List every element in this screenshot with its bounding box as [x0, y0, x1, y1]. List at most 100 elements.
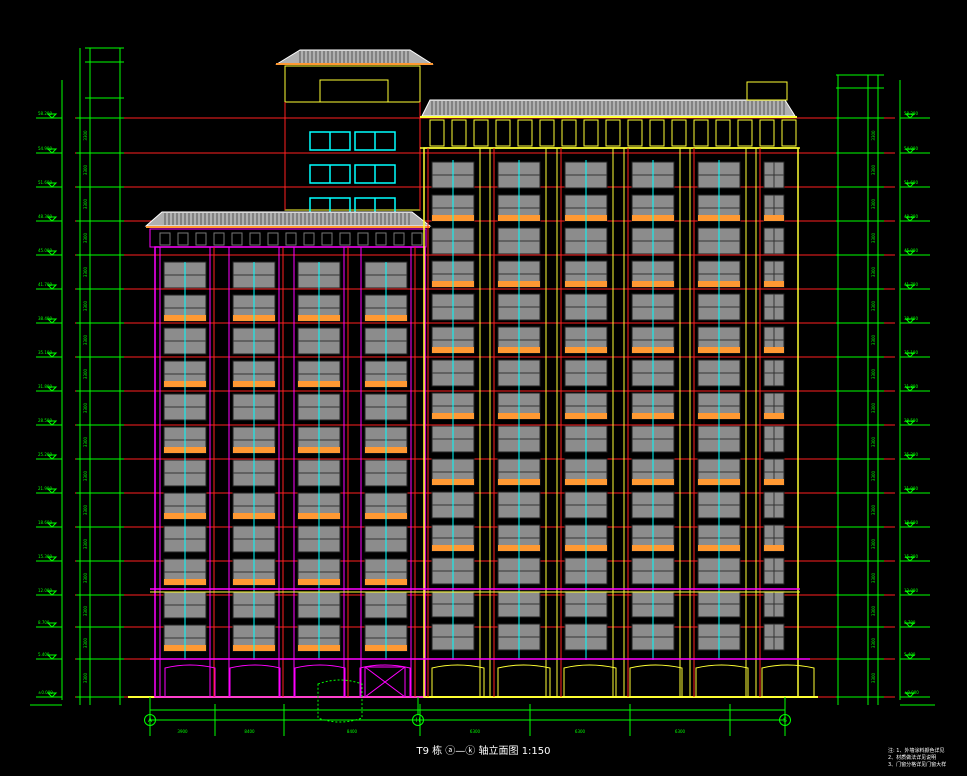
drawing-scale: 1:150 — [521, 746, 551, 757]
elevation-triangle — [46, 622, 58, 628]
elevation-label: 51.600 — [38, 180, 52, 185]
cornice-bracket — [715, 119, 731, 147]
entrance-door-grid — [364, 666, 406, 698]
shopfront-arch — [294, 664, 346, 697]
elevation-triangle — [46, 386, 58, 392]
building-elevation — [128, 49, 818, 723]
dimension-text: 3300 — [83, 402, 88, 413]
cornice-bracket — [495, 119, 511, 147]
rooftop-chimney — [746, 81, 788, 101]
elevation-triangle — [46, 454, 58, 460]
elevation-label: 21.900 — [904, 486, 918, 491]
elevation-label: 38.400 — [904, 316, 918, 321]
dimension-text: 3300 — [83, 266, 88, 277]
dimension-text: 3300 — [871, 164, 876, 175]
elevation-label: 12.000 — [904, 588, 918, 593]
elevation-label: 35.100 — [38, 350, 52, 355]
drawing-notes: 注: 1、外墙涂料颜色详见 2、材质做法详见说明 3、门窗分格详见门窗大样 — [888, 748, 964, 769]
dimension-text: 3300 — [83, 164, 88, 175]
shopfront-arch — [229, 664, 281, 697]
tower-opening — [319, 79, 389, 103]
bottom-dimension-text: 6300 — [675, 729, 686, 734]
elevation-label: 31.800 — [904, 384, 918, 389]
parapet-balustrade — [285, 232, 297, 246]
cornice-bracket — [583, 119, 599, 147]
dimension-text: 3300 — [83, 232, 88, 243]
cornice-bracket — [693, 119, 709, 147]
elevation-label: 15.300 — [904, 554, 918, 559]
parapet-balustrade — [303, 232, 315, 246]
elevation-label: 38.400 — [38, 316, 52, 321]
dimension-text: 3300 — [871, 130, 876, 141]
elevation-label: 31.800 — [38, 384, 52, 389]
axis-label: H — [416, 717, 421, 724]
left-dimension-chain: 58.200330054.900330051.600330048.3003300… — [30, 47, 124, 706]
bottom-dimension-text: 3900 — [177, 729, 188, 734]
shopfront-arch — [497, 664, 551, 697]
cornice-bracket — [539, 119, 555, 147]
elevation-label: 25.200 — [904, 452, 918, 457]
elevation-triangle — [46, 522, 58, 528]
note-line: 注: 1、外墙涂料颜色详见 — [888, 748, 945, 754]
balcony-rail — [764, 215, 784, 221]
shopfront-arch — [761, 664, 815, 697]
dimension-text: 3300 — [83, 436, 88, 447]
elevation-label: ±0.000 — [38, 690, 53, 695]
axis-label: S — [783, 717, 787, 724]
elevation-triangle — [904, 590, 916, 596]
elevation-label: 28.500 — [38, 418, 52, 423]
elevation-label: 41.700 — [904, 282, 918, 287]
elevation-triangle — [46, 420, 58, 426]
elevation-triangle — [46, 654, 58, 660]
dimension-text: 3300 — [871, 436, 876, 447]
dimension-text: 3300 — [871, 334, 876, 345]
elevation-label: 25.200 — [38, 452, 52, 457]
axis-bubble — [144, 714, 156, 726]
elevation-triangle — [904, 488, 916, 494]
elevation-label: 58.200 — [904, 111, 918, 116]
elevation-label: 5.400 — [38, 652, 50, 657]
elevation-label: 21.900 — [38, 486, 52, 491]
elevation-label: 48.300 — [38, 214, 52, 219]
parapet-balustrade — [267, 232, 279, 246]
bottom-dimension-text: 6300 — [575, 729, 586, 734]
dimension-text: 3300 — [83, 368, 88, 379]
elevation-triangle — [46, 148, 58, 154]
parapet-balustrade — [411, 232, 423, 246]
cornice-bracket — [429, 119, 445, 147]
shopfront-arch — [359, 664, 411, 697]
elevation-label: 54.900 — [904, 146, 918, 151]
balcony-rail — [764, 413, 784, 419]
elevation-triangle — [904, 318, 916, 324]
balcony-rail — [764, 545, 784, 551]
elevation-label: 45.000 — [904, 248, 918, 253]
elevation-triangle — [46, 250, 58, 256]
parapet-balustrade — [393, 232, 405, 246]
dimension-text: 3300 — [83, 334, 88, 345]
dimension-text: 3300 — [871, 368, 876, 379]
elevation-label: 15.300 — [38, 554, 52, 559]
axis-bubble — [412, 714, 424, 726]
elevation-triangle — [46, 590, 58, 596]
dimension-text: 3300 — [871, 402, 876, 413]
cornice-bracket — [473, 119, 489, 147]
elevation-triangle — [904, 352, 916, 358]
entrance-steps — [317, 679, 363, 723]
cornice-bracket — [737, 119, 753, 147]
shopfront-arch — [629, 664, 683, 697]
dimension-text: 3300 — [83, 470, 88, 481]
dimension-text: 3300 — [871, 538, 876, 549]
elevation-label: 28.500 — [904, 418, 918, 423]
parapet-balustrade — [177, 232, 189, 246]
elevation-triangle — [904, 692, 916, 698]
elevation-triangle — [904, 420, 916, 426]
dimension-text: 3300 — [871, 672, 876, 683]
cornice-bracket — [671, 119, 687, 147]
dimension-text: 3300 — [871, 232, 876, 243]
dimension-text: 3300 — [83, 572, 88, 583]
parapet-balustrade — [375, 232, 387, 246]
dimension-text: 3300 — [83, 198, 88, 209]
elevation-triangle — [46, 692, 58, 698]
